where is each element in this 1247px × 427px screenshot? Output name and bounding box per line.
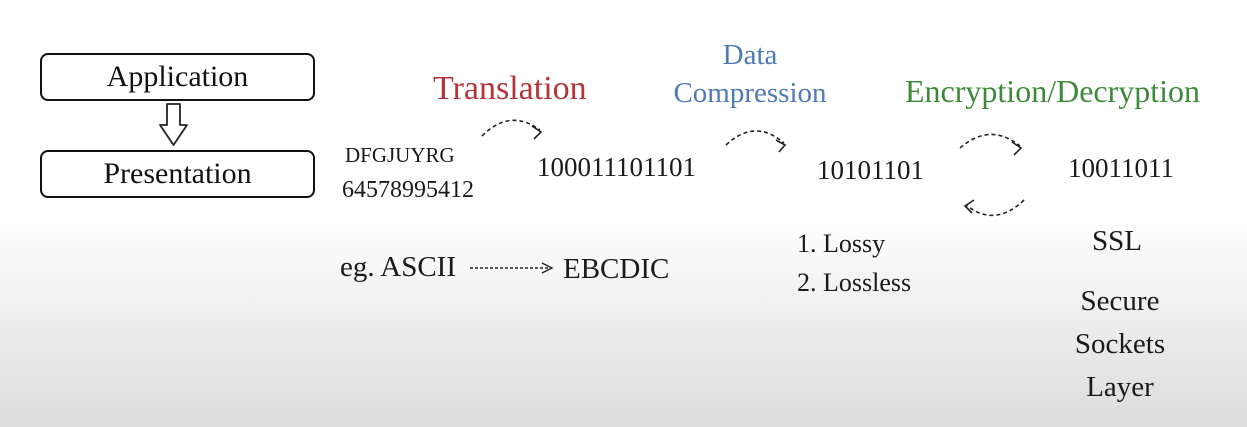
- encryption-curve-arrow: [959, 133, 1021, 149]
- decryption-arrowhead-icon: [963, 199, 975, 214]
- ssl-expansion-sockets: Sockets: [1074, 328, 1166, 360]
- translation-output-binary: 100011101101: [537, 152, 696, 182]
- presentation-layer-label: Presentation: [103, 157, 252, 190]
- encryption-decryption-heading: Encryption/Decryption: [905, 73, 1200, 110]
- decryption-curve-arrow: [965, 199, 1025, 217]
- ascii-arrowhead-icon: [541, 262, 554, 274]
- translation-input-text: DFGJUYRG: [345, 143, 455, 167]
- encryption-arrowhead-icon: [1011, 141, 1023, 156]
- application-layer-label: Application: [106, 60, 249, 93]
- decryption-heading: /Decryption: [1047, 73, 1201, 109]
- ebcdic-example-label: EBCDIC: [563, 253, 670, 285]
- translation-input-number: 64578995412: [342, 177, 474, 203]
- compression-curve-arrow: [725, 130, 785, 146]
- data-compression-heading-line2: Compression: [673, 77, 827, 109]
- ssl-label: SSL: [1092, 225, 1142, 257]
- translation-heading: Translation: [433, 70, 587, 107]
- compression-arrowhead-icon: [775, 139, 787, 153]
- compression-type-lossless: 2. Lossless: [797, 268, 912, 297]
- ssl-expansion: Secure Sockets Layer: [1060, 280, 1180, 409]
- data-compression-heading: Data Compression: [665, 36, 835, 112]
- compression-type-lossy: 1. Lossy: [797, 229, 886, 258]
- ascii-example-label: eg. ASCII: [340, 251, 456, 283]
- translation-curve-arrow: [481, 119, 541, 137]
- encryption-output-binary: 10011011: [1068, 153, 1174, 183]
- application-layer-box: Application: [40, 53, 315, 101]
- encryption-heading: Encryption: [905, 73, 1048, 109]
- translation-arrowhead-icon: [531, 125, 543, 140]
- ssl-expansion-secure: Secure: [1080, 285, 1160, 317]
- compression-output-binary: 10101101: [817, 155, 924, 185]
- down-arrow-icon: [159, 103, 188, 146]
- presentation-layer-box: Presentation: [40, 150, 315, 198]
- ssl-expansion-layer: Layer: [1086, 371, 1154, 403]
- data-compression-heading-line1: Data: [722, 39, 778, 71]
